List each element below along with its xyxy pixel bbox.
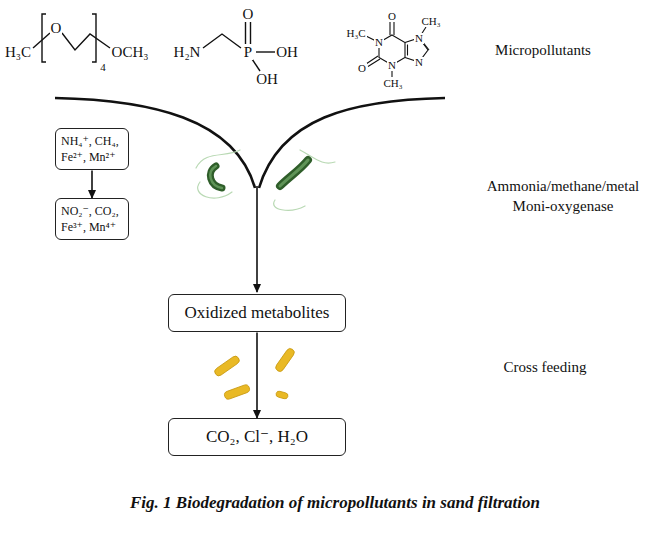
atom-label: N xyxy=(414,33,424,44)
box-text: NH₄⁺, CH₄, Fe²⁺, Mn²⁺ xyxy=(61,133,123,165)
atom-label: OH xyxy=(275,45,299,60)
end-product-box: CO₂, Cl⁻, H₂O xyxy=(168,418,346,456)
cross-feeding-bacteria xyxy=(213,347,295,400)
molecule-3 xyxy=(366,21,429,77)
atom-label: P xyxy=(243,45,253,60)
figure-caption: Fig. 1 Biodegradation of micropollutants… xyxy=(0,493,670,513)
reactant-box: NH₄⁺, CH₄, Fe²⁺, Mn²⁺ xyxy=(55,128,129,170)
atom-label: O xyxy=(242,7,255,22)
atom-label: N xyxy=(387,60,397,71)
funnel-lines xyxy=(55,98,445,188)
flow-connector xyxy=(256,332,258,418)
atom-label: N xyxy=(374,37,384,48)
oxidizing-bacteria xyxy=(196,150,335,210)
atom-label: OH xyxy=(255,72,279,87)
metabolite-box: Oxidized metabolites xyxy=(168,294,346,332)
row-label: Micropollutants xyxy=(468,40,618,60)
molecule-2 xyxy=(203,22,275,71)
atom-label: H₃C xyxy=(345,28,366,39)
molecule-1 xyxy=(33,14,110,62)
atom-label: O xyxy=(50,21,63,36)
atom-label: H₃C xyxy=(4,45,32,60)
row-label: Cross feeding xyxy=(480,357,610,377)
atom-label: CH₃ xyxy=(420,16,441,27)
atom-label: OCH₃ xyxy=(111,45,150,60)
box-text: Oxidized metabolites xyxy=(175,303,339,323)
atom-label: O xyxy=(357,63,367,74)
repeat-count: 4 xyxy=(99,62,107,73)
box-text: NO₂⁻, CO₂, Fe³⁺, Mn⁴⁺ xyxy=(61,203,123,235)
product-box: NO₂⁻, CO₂, Fe³⁺, Mn⁴⁺ xyxy=(55,198,129,240)
box-text: CO₂, Cl⁻, H₂O xyxy=(175,427,339,447)
atom-label: O xyxy=(387,11,397,22)
atom-label: CH₃ xyxy=(382,78,403,89)
flow-connector xyxy=(91,170,93,198)
atom-label: H₂N xyxy=(173,45,202,60)
row-label: Ammonia/methane/metal Moni-oxygenase xyxy=(478,176,648,217)
flow-arrow xyxy=(256,186,258,292)
atom-label: N xyxy=(414,57,424,68)
